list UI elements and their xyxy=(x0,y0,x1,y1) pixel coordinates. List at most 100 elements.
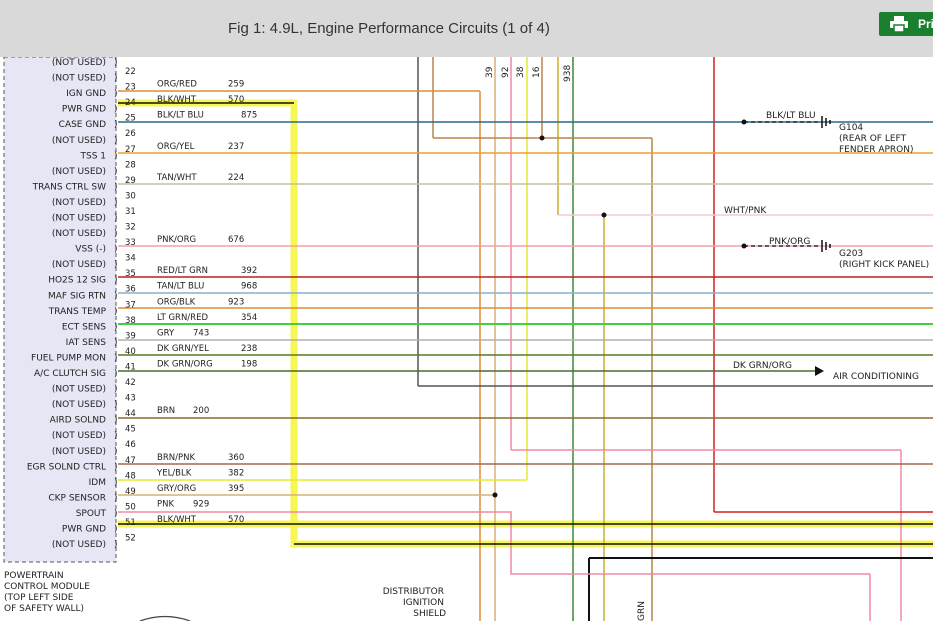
wire-color-label: RED/LT GRN xyxy=(157,266,208,276)
wire-color-label: DK GRN/ORG xyxy=(157,359,213,369)
wire-color-label: GRY xyxy=(157,328,175,338)
pcm-pin-row: PWR GND)52 xyxy=(62,525,136,544)
pin-function-label: (NOT USED) xyxy=(52,400,106,410)
distributor-label: IGNITION xyxy=(403,598,444,608)
ground-label-g104: G104 xyxy=(839,123,863,133)
ground-location: (REAR OF LEFT xyxy=(839,134,907,144)
print-label: Pri xyxy=(918,17,933,31)
wire-color-label: BLK/WHT xyxy=(157,95,197,105)
wire-label-dk-grn-org: DK GRN/ORG xyxy=(733,361,792,371)
pin-number: 52 xyxy=(125,534,136,544)
circuit-number: 392 xyxy=(241,266,257,276)
pin-number: 31 xyxy=(125,207,136,217)
vertical-wires xyxy=(417,57,902,621)
ground-icon xyxy=(821,116,831,128)
distributor-outline xyxy=(139,615,191,621)
pcm-module-box xyxy=(3,57,117,563)
circuit-number: 923 xyxy=(228,297,244,307)
distributor-label: SHIELD xyxy=(413,609,446,619)
wire-label-pnk-org: PNK/ORG xyxy=(769,237,810,247)
pcm-pin-row: VSS (-))34 xyxy=(75,245,136,264)
circuit-number: 224 xyxy=(228,173,244,183)
print-button[interactable]: Pri xyxy=(879,12,933,36)
pcm-caption-line: OF SAFETY WALL) xyxy=(4,604,84,614)
pin-function-label: (NOT USED) xyxy=(52,260,106,270)
pin-number: 22 xyxy=(125,67,136,77)
pin-number: 44 xyxy=(125,409,136,419)
pin-function-label: CKP SENSOR xyxy=(48,493,106,503)
pin-function-label: CASE GND xyxy=(59,120,106,130)
pin-function-label: MAF SIG RTN xyxy=(48,291,106,301)
pin-connector-mark: ) xyxy=(114,120,118,130)
arrow-right-icon xyxy=(815,366,824,376)
pin-number: 24 xyxy=(125,98,136,108)
pin-function-label: TSS 1 xyxy=(79,151,106,161)
pin-connector-mark: ) xyxy=(114,151,118,161)
pin-function-label: SPOUT xyxy=(76,509,107,519)
vertical-circuit-label: 38 xyxy=(516,66,526,78)
pin-connector-mark: ) xyxy=(114,58,118,68)
wire-color-label: BRN xyxy=(157,406,175,416)
pin-function-label: VSS (-) xyxy=(75,245,106,255)
pcm-caption-line: (TOP LEFT SIDE xyxy=(4,593,74,603)
pin-number: 32 xyxy=(125,223,136,233)
pcm-pin-row: (NOT USED))31 xyxy=(52,198,136,217)
pin-number: 48 xyxy=(125,471,136,481)
pin-function-label: A/C CLUTCH SIG xyxy=(34,369,106,379)
pin-function-label: IAT SENS xyxy=(66,338,107,348)
pin-function-label: FUEL PUMP MON xyxy=(31,353,106,363)
pcm-pin-row: (NOT USED))46 xyxy=(52,431,136,450)
pin-number: 51 xyxy=(125,518,136,528)
wire-color-label: YEL/BLK xyxy=(156,468,192,478)
circuit-number: 875 xyxy=(241,111,257,121)
pin-number: 23 xyxy=(125,83,136,93)
wire-color-label: BLK/WHT xyxy=(157,515,197,525)
pcm-pin-row: TRANS CTRL SW)30 xyxy=(32,182,136,201)
pin-connector-mark: ) xyxy=(114,229,118,239)
pin-function-label: (NOT USED) xyxy=(52,167,106,177)
pcm-pin-row: AIRD SOLND)45 xyxy=(50,416,136,435)
circuit-number: 570 xyxy=(228,515,244,525)
wire-color-label: PNK/ORG xyxy=(157,235,196,245)
figure-title: Fig 1: 4.9L, Engine Performance Circuits… xyxy=(228,20,550,37)
wire-color-label: GRY/ORG xyxy=(157,484,196,494)
pin-connector-mark: ) xyxy=(114,105,118,115)
pin-function-label: AIRD SOLND xyxy=(50,416,106,426)
pin-function-label: (NOT USED) xyxy=(52,229,106,239)
pin-number: 29 xyxy=(125,176,136,186)
pin-number: 39 xyxy=(125,331,136,341)
pin-connector-mark: ) xyxy=(114,276,118,286)
pin-number: 38 xyxy=(125,316,136,326)
pcm-pin-row: TSS 1)28 xyxy=(79,151,135,170)
pin-function-label: EGR SOLND CTRL xyxy=(27,462,106,472)
wire-color-label: ORG/YEL xyxy=(157,142,195,152)
pin-function-label: (NOT USED) xyxy=(52,214,106,224)
pin-connector-mark: ) xyxy=(114,245,118,255)
vertical-circuit-label: 938 xyxy=(563,65,573,82)
pin-function-label: TRANS TEMP xyxy=(48,307,107,317)
circuit-number: 676 xyxy=(228,235,244,245)
wire-color-label: LT GRN/RED xyxy=(157,313,208,323)
pin-number: 25 xyxy=(125,114,136,124)
pin-number: 30 xyxy=(125,191,136,201)
pin-function-label: (NOT USED) xyxy=(52,74,106,84)
header-bar: Fig 1: 4.9L, Engine Performance Circuits… xyxy=(0,0,933,57)
circuit-number: 237 xyxy=(228,142,244,152)
pin-function-label: IGN GND xyxy=(66,89,106,99)
pcm-pin-row: A/C CLUTCH SIG)42 xyxy=(34,369,136,388)
circuit-number: 929 xyxy=(193,499,209,509)
pin-connector-mark: ) xyxy=(114,291,118,301)
circuit-number: 198 xyxy=(241,359,257,369)
pin-connector-mark: ) xyxy=(114,493,118,503)
pin-number: 41 xyxy=(125,362,136,372)
